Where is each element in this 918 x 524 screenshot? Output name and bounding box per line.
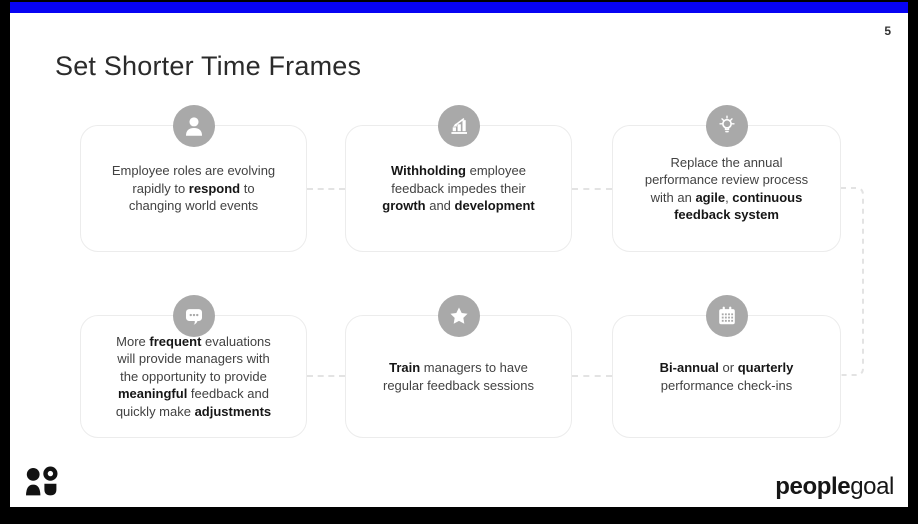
- accent-bar: [10, 2, 908, 13]
- star-icon: [437, 295, 480, 337]
- connector-right-loop: [841, 187, 864, 376]
- peoplegoal-mark-icon: [26, 466, 58, 496]
- wordmark-light: goal: [850, 473, 894, 500]
- slide: 5 Set Shorter Time Frames Employee roles…: [10, 2, 908, 507]
- lightbulb-icon: [705, 105, 748, 147]
- comment-icon: [172, 295, 215, 337]
- connector-dash: [307, 188, 345, 190]
- wordmark-bold: people: [775, 473, 851, 500]
- calendar-icon: [705, 295, 748, 337]
- bar-chart-icon: [437, 105, 480, 147]
- connector-dash: [572, 188, 612, 190]
- connector-dash: [572, 375, 612, 377]
- page-number: 5: [884, 24, 891, 38]
- peoplegoal-wordmark: peoplegoal: [775, 473, 894, 501]
- connector-dash: [307, 375, 345, 377]
- person-icon: [172, 105, 215, 147]
- page-title: Set Shorter Time Frames: [55, 51, 362, 81]
